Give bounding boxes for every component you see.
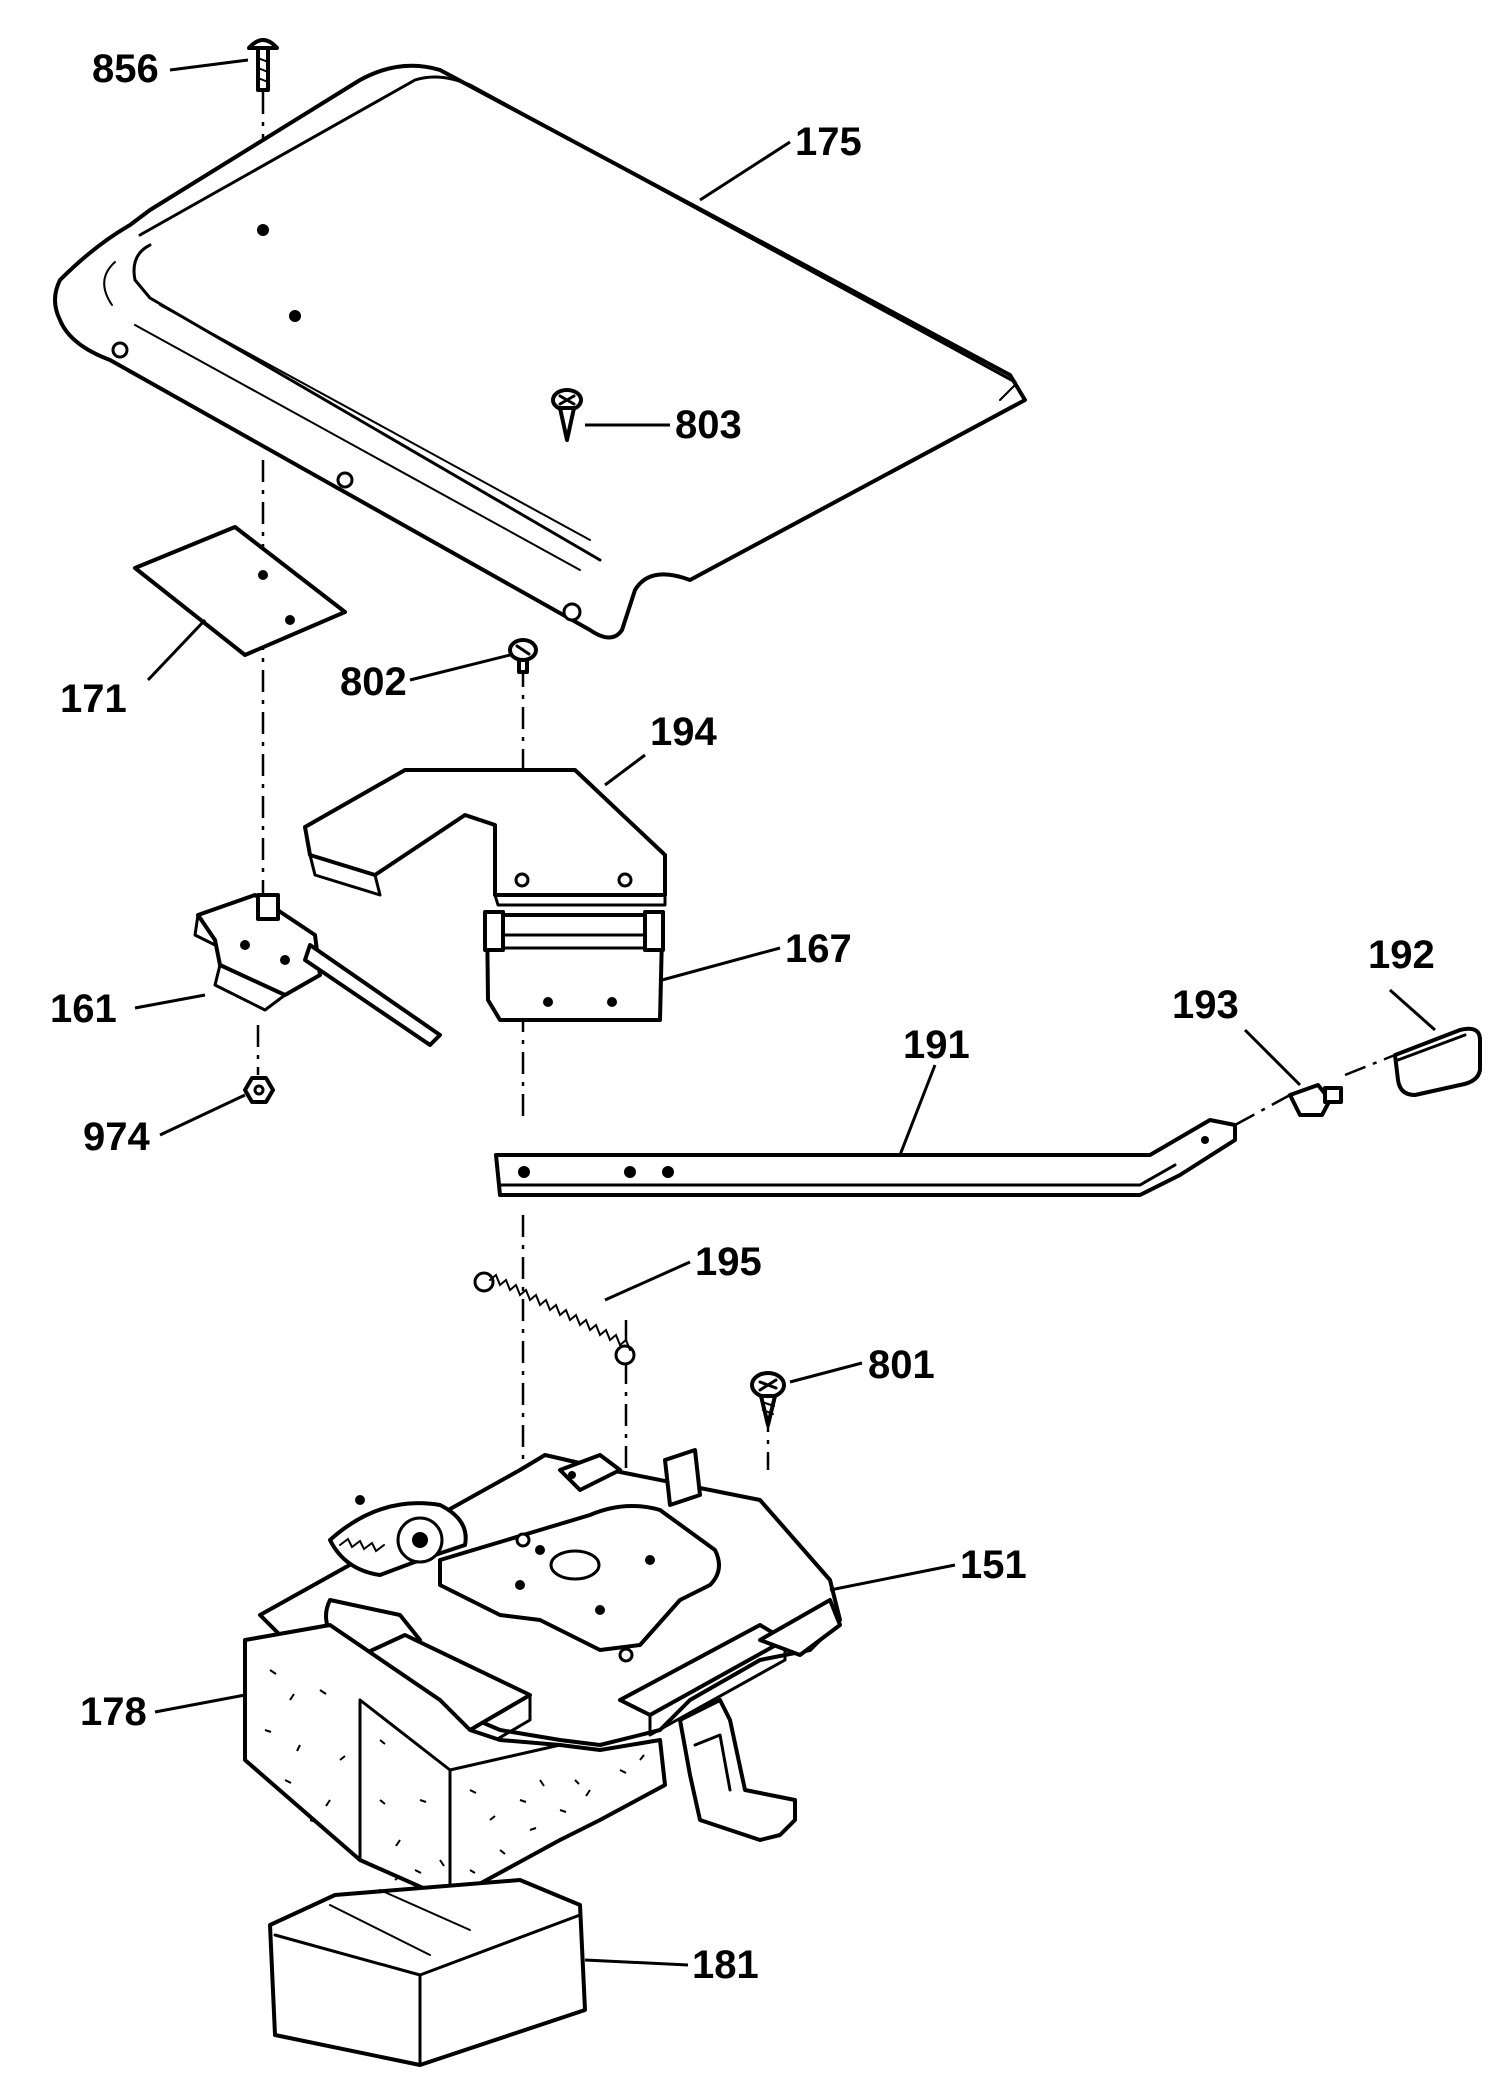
label-192: 192	[1368, 933, 1435, 977]
part-labels: 856 175 803 171 802 194 161 167 192 193 …	[50, 47, 1435, 1987]
box-181	[268, 1878, 587, 2067]
label-801: 801	[868, 1343, 935, 1387]
knob-192	[1393, 1026, 1482, 1097]
leader-lines	[134, 58, 1436, 1967]
label-193: 193	[1172, 983, 1239, 1027]
coupler-193	[1288, 1083, 1343, 1117]
pad-171	[133, 525, 347, 657]
label-856: 856	[92, 47, 159, 91]
screw-802	[508, 638, 538, 674]
clip-167	[483, 910, 665, 1022]
label-171: 171	[60, 677, 127, 721]
screw-801	[750, 1371, 786, 1427]
switch-161	[193, 893, 442, 1047]
label-191: 191	[903, 1023, 970, 1067]
label-167: 167	[785, 927, 852, 971]
top-cover-175	[53, 63, 1027, 640]
label-195: 195	[695, 1240, 762, 1284]
label-974: 974	[83, 1115, 150, 1159]
label-175: 175	[795, 120, 862, 164]
label-802: 802	[340, 660, 407, 704]
spring-195	[473, 1271, 636, 1366]
label-803: 803	[675, 403, 742, 447]
label-181: 181	[692, 1943, 759, 1987]
label-151: 151	[960, 1543, 1027, 1587]
screw-856	[247, 38, 279, 92]
bracket-194	[303, 768, 667, 907]
label-178: 178	[80, 1690, 147, 1734]
latch-assembly-151	[258, 1448, 842, 1842]
label-194: 194	[650, 710, 717, 754]
label-161: 161	[50, 987, 117, 1031]
lever-191	[494, 1118, 1237, 1197]
screw-803	[551, 388, 583, 442]
nut-974	[243, 1076, 275, 1104]
